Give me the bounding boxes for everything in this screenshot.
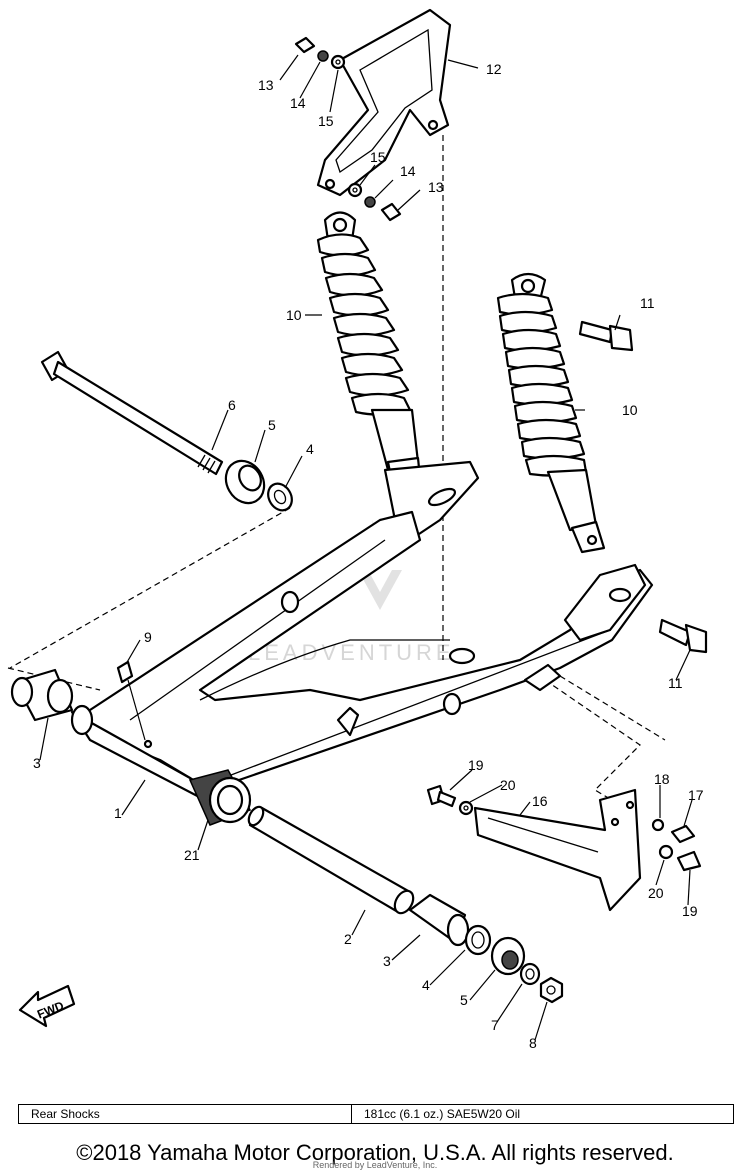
upper-mount-hardware xyxy=(294,36,402,222)
callout-9: 9 xyxy=(144,629,152,645)
spec-value: 181cc (6.1 oz.) SAE5W20 Oil xyxy=(364,1107,521,1121)
spec-label: Rear Shocks xyxy=(19,1105,352,1123)
spec-table: Rear Shocks 181cc (6.1 oz.) SAE5W20 Oil xyxy=(18,1104,734,1124)
callout-11-upper: 11 xyxy=(640,295,655,311)
swingarm-exploded-diagram: LEADVENTURE xyxy=(7,8,708,1051)
bracket-part-16 xyxy=(473,788,642,912)
callout-numbers: 1 2 3 3 4 4 5 5 6 7 8 9 10 10 11 11 12 1… xyxy=(33,61,704,1051)
callout-12: 12 xyxy=(486,61,502,77)
watermark-text: LEADVENTURE xyxy=(248,640,455,665)
callout-8: 8 xyxy=(529,1035,537,1051)
callout-18: 18 xyxy=(654,771,670,787)
callout-20-right: 20 xyxy=(648,885,664,901)
fwd-arrow-icon: FWD xyxy=(18,984,76,1028)
rendered-by-text: Rendered by LeadVenture, Inc. xyxy=(312,1160,438,1170)
bushing-part-3-left xyxy=(10,668,74,722)
pivot-axle-part-6 xyxy=(40,350,224,476)
shock-absorber-left-part-10 xyxy=(316,211,422,484)
callout-14-top: 14 xyxy=(290,95,306,111)
shock-absorber-right-part-10 xyxy=(496,272,606,554)
callout-4-left: 4 xyxy=(306,441,314,457)
bushing-part-21 xyxy=(188,769,252,826)
collar-part-2 xyxy=(247,805,415,915)
callout-10-left: 10 xyxy=(286,307,302,323)
callout-19-left: 19 xyxy=(468,757,484,773)
callout-20-left: 20 xyxy=(500,777,516,793)
callout-7: 7 xyxy=(491,1017,499,1033)
callout-10-right: 10 xyxy=(622,402,638,418)
grease-nipple-part-9 xyxy=(116,660,153,749)
callout-21: 21 xyxy=(184,847,200,863)
callout-6: 6 xyxy=(228,397,236,413)
callout-5-left: 5 xyxy=(268,417,276,433)
callout-14-bottom: 14 xyxy=(400,163,416,179)
callout-4-right: 4 xyxy=(422,977,430,993)
callout-17: 17 xyxy=(688,787,704,803)
callout-5-right: 5 xyxy=(460,992,468,1008)
bolt-part-11-lower xyxy=(658,618,708,654)
callout-13-top: 13 xyxy=(258,77,274,93)
callout-15-bottom: 15 xyxy=(370,149,386,165)
bracket-hardware xyxy=(426,784,702,872)
callout-19-right: 19 xyxy=(682,903,698,919)
bolt-part-11-upper xyxy=(578,320,634,352)
callout-16: 16 xyxy=(532,793,548,809)
right-pivot-hardware xyxy=(408,893,564,1004)
copyright-text: ©2018 Yamaha Motor Corporation, U.S.A. A… xyxy=(76,1140,674,1165)
callout-1: 1 xyxy=(114,805,122,821)
callout-3-right: 3 xyxy=(383,953,391,969)
callout-3-left: 3 xyxy=(33,755,41,771)
leader-lines xyxy=(39,54,693,1041)
callout-11-lower: 11 xyxy=(668,675,683,691)
swingarm-part-1 xyxy=(70,460,654,802)
upper-bracket-part-12 xyxy=(316,8,452,197)
callout-15-top: 15 xyxy=(318,113,334,129)
callout-13-bottom: 13 xyxy=(428,179,444,195)
pivot-seal-left xyxy=(224,459,293,512)
callout-2: 2 xyxy=(344,931,352,947)
